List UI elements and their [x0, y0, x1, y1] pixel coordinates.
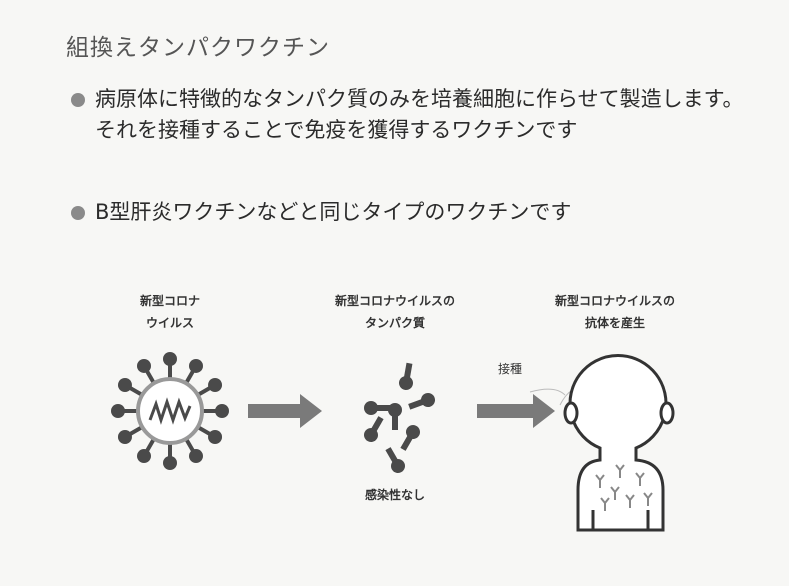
bullet-item: B型肝炎ワクチンなどと同じタイプのワクチンです [71, 197, 755, 228]
bullet-dot [71, 93, 85, 107]
protein-icon [364, 362, 435, 473]
bullet-text: B型肝炎ワクチンなどと同じタイプのワクチンです [95, 200, 572, 224]
arrow-icon [248, 394, 322, 428]
no-infectivity-label: 感染性なし [364, 488, 425, 502]
protein-label: 新型コロナウイルスのタンパク質 [334, 294, 455, 330]
bullet-text: 病原体に特徴的なタンパク質のみを培養細胞に作らせて製造します。それを接種すること… [95, 87, 744, 142]
slide-title: 組換えタンパクワクチン [66, 35, 330, 61]
virus-icon [111, 352, 229, 470]
antibody-label: 新型コロナウイルスの抗体を産生 [554, 294, 675, 330]
virus-label: 新型コロナウイルス [139, 294, 200, 330]
arrow-icon [477, 394, 555, 428]
antibody-icon [595, 464, 653, 511]
bullet-dot [71, 206, 85, 220]
person-icon [563, 354, 675, 532]
bullet-item: 病原体に特徴的なタンパク質のみを培養細胞に作らせて製造します。それを接種すること… [71, 84, 755, 146]
inoculation-label: 接種 [497, 362, 522, 376]
